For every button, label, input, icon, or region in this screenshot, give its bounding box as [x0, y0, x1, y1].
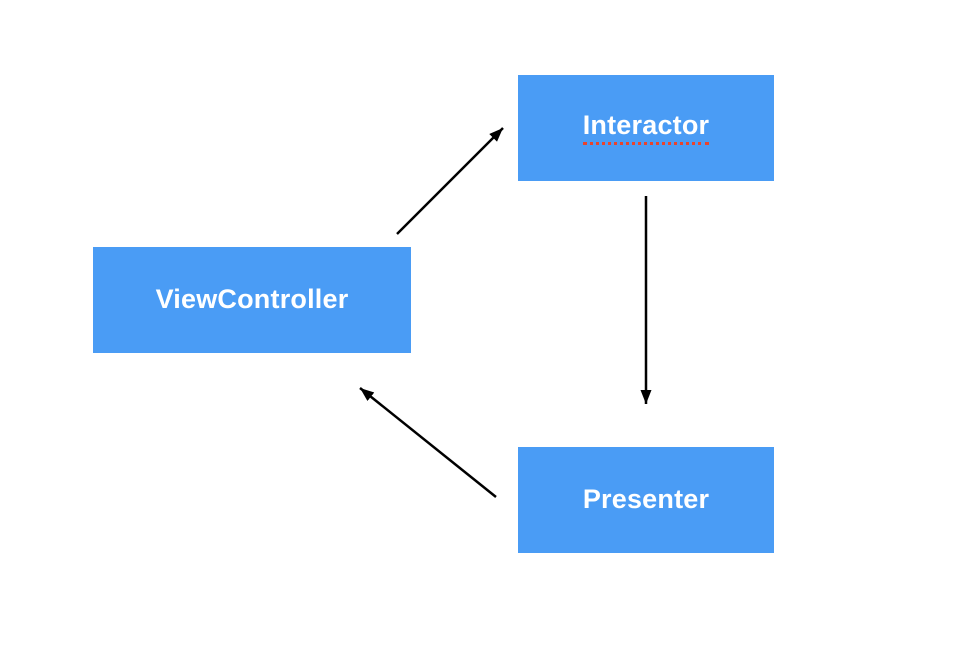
arrow-viewcontroller-to-interactor	[396, 127, 504, 235]
node-interactor: Interactor	[518, 75, 774, 181]
node-interactor-label: Interactor	[582, 110, 710, 146]
arrow-presenter-to-viewcontroller	[359, 387, 497, 498]
node-viewcontroller: ViewController	[93, 247, 411, 353]
node-viewcontroller-label: ViewController	[155, 284, 349, 315]
node-presenter: Presenter	[518, 447, 774, 553]
node-presenter-label: Presenter	[582, 484, 710, 515]
